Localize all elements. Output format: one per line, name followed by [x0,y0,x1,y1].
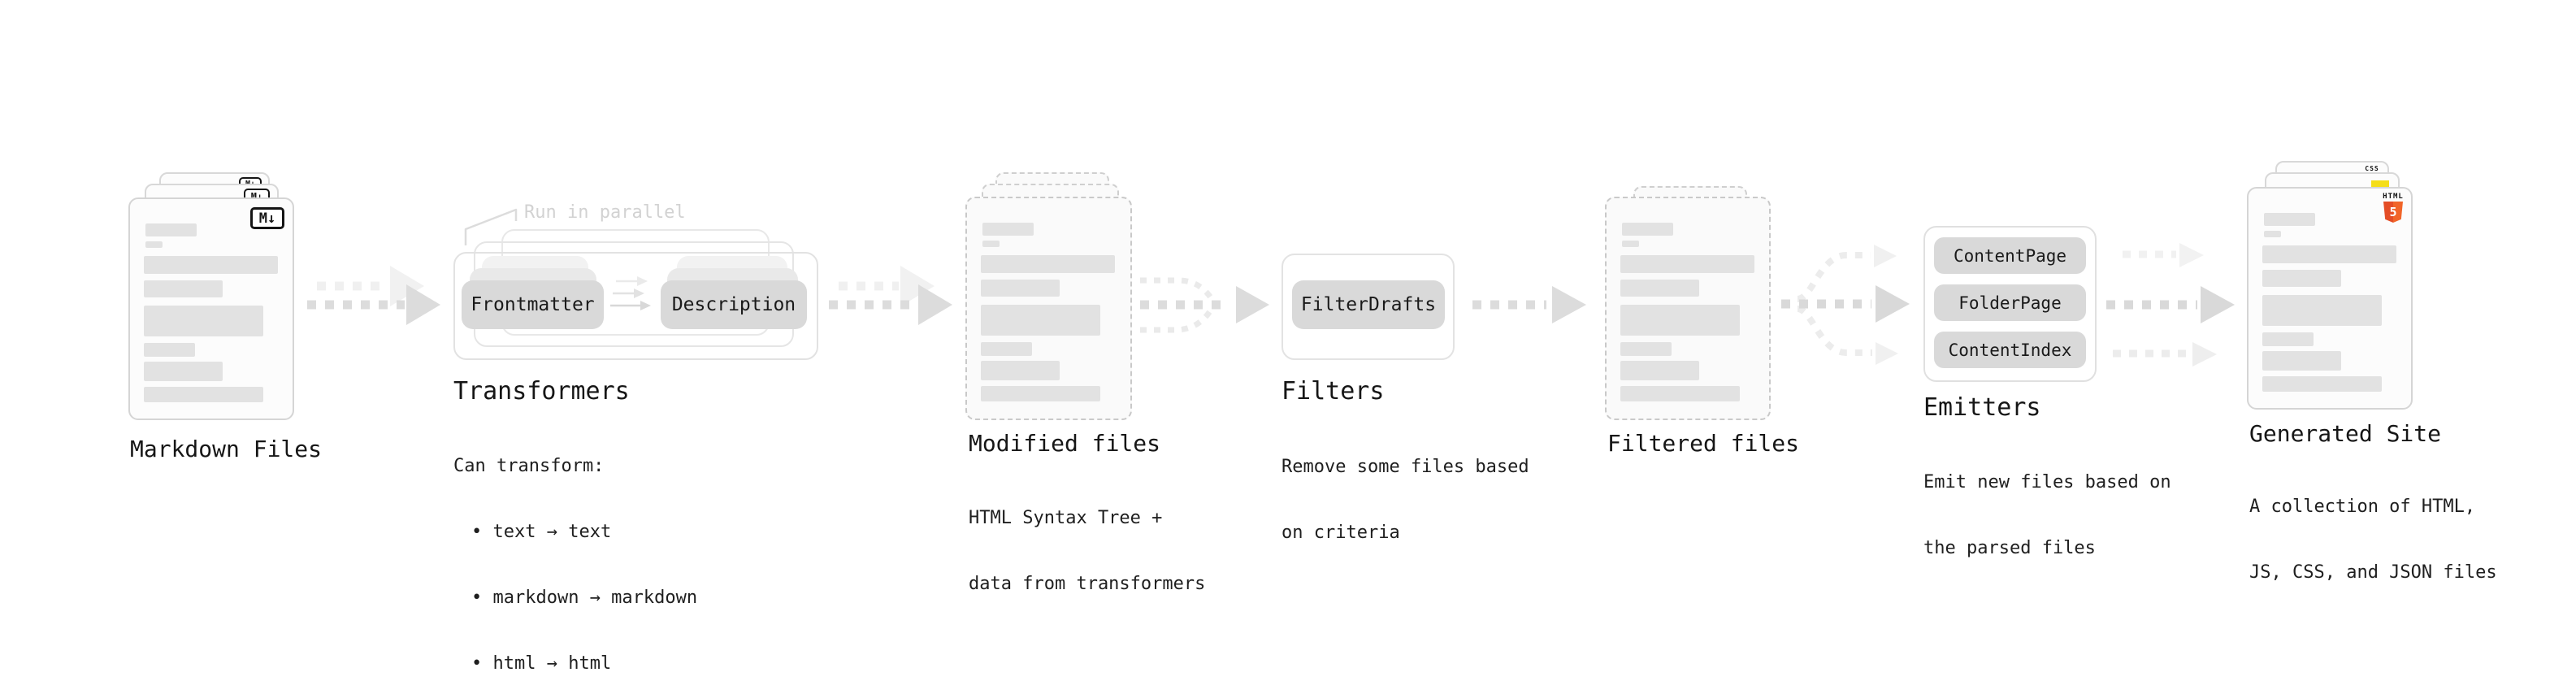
doc-text-line [1620,280,1699,297]
doc-text-line [145,241,163,248]
doc-text-line [2264,213,2315,226]
desc-line: JS, CSS, and JSON files [2249,562,2497,583]
stage-title-emitters: Emitters [1923,393,2041,422]
markdown-doc-front: M↓ [128,197,294,420]
stage-label-filtered-files: Filtered files [1607,430,1800,457]
doc-text-line [2262,270,2341,287]
stage-title-transformers: Transformers [453,377,630,406]
desc-line: Remove some files based [1281,457,1529,477]
stage-label-markdown-files: Markdown Files [130,436,323,462]
doc-text-line [981,386,1100,401]
doc-text-line [144,280,223,297]
doc-text-line [981,361,1060,380]
doc-text-line [981,255,1115,273]
desc-bullet: • text → text [471,522,612,542]
arrow-filters-to-filtered [1472,286,1586,323]
doc-text-line [2262,376,2382,392]
doc-text-line [1620,386,1740,401]
arrows-emitters-to-generated [2106,243,2235,367]
doc-text-line [981,280,1060,297]
filterdrafts-pill: FilterDrafts [1292,280,1445,329]
emitters-description: Emit new files based on the parsed files [1923,427,2171,603]
doc-text-line [1620,255,1754,273]
transformer-box-front [453,252,818,360]
desc-bullet: • markdown → markdown [471,588,698,608]
doc-text-line [2262,332,2314,346]
arrow-filtered-to-emitters-split [1781,245,1910,365]
stage-label-generated-site: Generated Site [2249,420,2442,447]
desc-line: Emit new files based on [1923,472,2171,492]
desc-line: A collection of HTML, [2249,497,2476,517]
desc-line: data from transformers [969,574,1206,594]
doc-text-line [1620,305,1740,336]
doc-text-line [982,223,1034,236]
doc-text-line [981,305,1100,336]
transformers-description: Can transform: • text → text • markdown … [453,411,697,681]
modified-description: HTML Syntax Tree + data from transformer… [969,463,1205,639]
doc-text-line [2262,245,2396,263]
contentindex-pill: ContentIndex [1934,332,2086,368]
doc-text-line [2264,231,2281,237]
doc-text-line [1622,241,1639,247]
markdown-icon: M↓ [250,207,284,229]
doc-text-line [144,343,195,357]
filtered-doc-front [1605,197,1771,420]
doc-text-line [2262,295,2382,326]
stage-label-modified-files: Modified files [969,430,1161,457]
folderpage-pill: FolderPage [1934,284,2086,321]
html5-icon-number: 5 [2389,205,2397,219]
filters-description: Remove some files based on criteria [1281,412,1529,588]
doc-text-line [1622,223,1673,236]
html5-icon-text: HTML [2383,193,2404,201]
stage-title-filters: Filters [1281,377,1385,406]
html5-icon-shield: 5 [2383,202,2403,223]
description-pill: Description [661,280,807,329]
desc-line: the parsed files [1923,538,2096,558]
doc-text-line [145,223,197,236]
desc-bullet: • html → html [471,653,612,674]
doc-text-line [144,306,263,336]
doc-text-line [144,362,223,381]
desc-line: Can transform: [453,456,605,476]
arrow-markdown-to-transformers [307,266,440,325]
doc-text-line [1620,342,1672,356]
doc-text-line [2262,351,2341,371]
arrow-modified-to-filters-merge [1140,277,1269,333]
doc-text-line [1620,361,1699,380]
doc-text-line [144,387,263,402]
desc-line: HTML Syntax Tree + [969,508,1163,528]
arrow-transformers-to-modified [829,266,952,325]
contentpage-pill: ContentPage [1934,237,2086,274]
doc-text-line [144,256,278,274]
desc-line: on criteria [1281,523,1400,543]
generated-doc-html: HTML 5 [2247,187,2413,410]
generated-description: A collection of HTML, JS, CSS, and JSON … [2249,452,2497,627]
html5-icon: HTML 5 [2383,193,2404,223]
doc-text-line [981,342,1032,356]
run-in-parallel-note: Run in parallel [524,202,686,223]
doc-text-line [982,241,1000,247]
frontmatter-pill: Frontmatter [462,280,604,329]
css-icon-text: CSS [2365,165,2379,172]
modified-doc-front [965,197,1132,420]
